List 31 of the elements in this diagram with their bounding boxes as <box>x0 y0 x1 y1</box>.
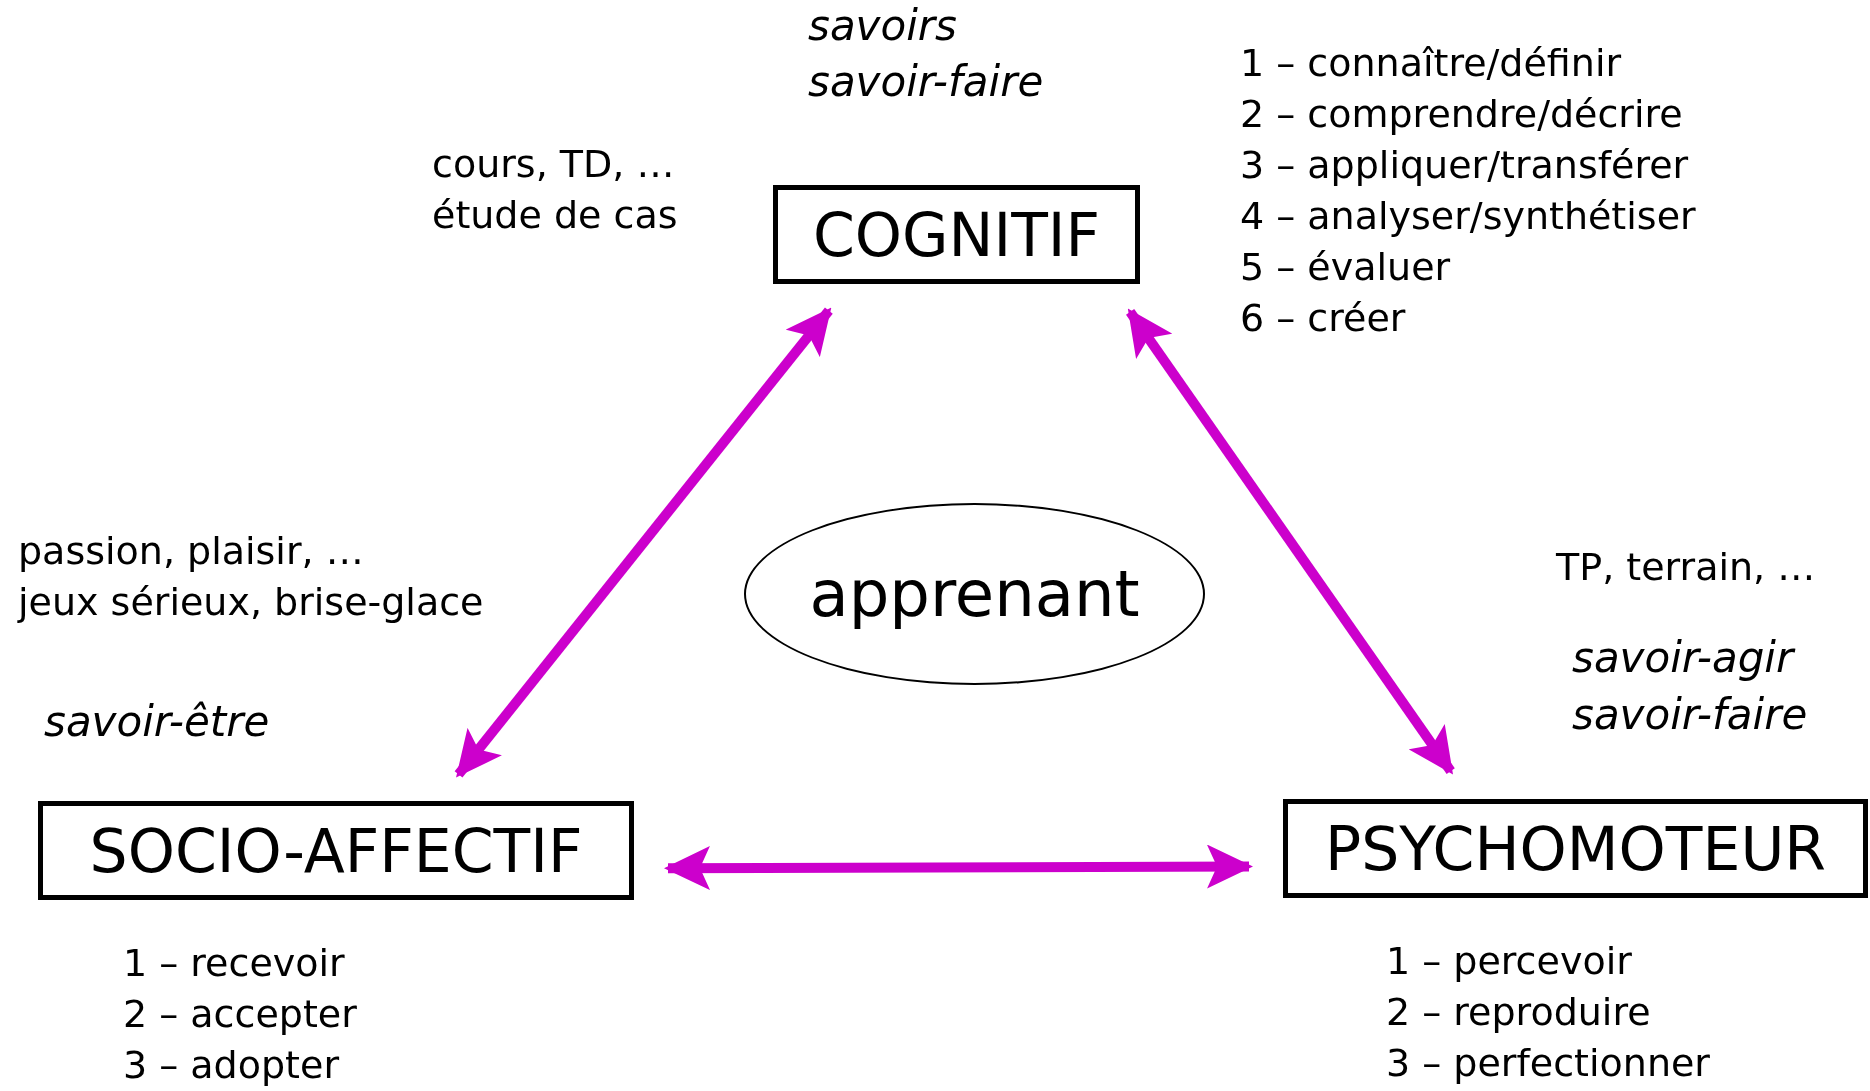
node-title: COGNITIF <box>812 204 1101 265</box>
side-note: 2 – accepter <box>123 993 357 1037</box>
knowledge-label: savoir-agir <box>1572 634 1794 683</box>
side-note: 2 – comprendre/décrire <box>1240 93 1683 137</box>
double-arrow <box>1126 308 1455 775</box>
side-note: 6 – créer <box>1240 297 1406 341</box>
knowledge-label: savoirs <box>808 2 957 51</box>
side-note: 3 – adopter <box>123 1044 339 1088</box>
side-note: 1 – recevoir <box>123 942 345 986</box>
side-note: 2 – reproduire <box>1386 991 1651 1035</box>
side-note: 5 – évaluer <box>1240 246 1451 290</box>
side-note: jeux sérieux, brise-glace <box>18 581 484 625</box>
knowledge-label: savoir-faire <box>1572 691 1808 740</box>
knowledge-label: savoir-être <box>44 698 270 747</box>
side-note: 3 – appliquer/transférer <box>1240 144 1689 188</box>
node-title: PSYCHOMOTEUR <box>1324 818 1826 879</box>
side-note: 1 – connaître/définir <box>1240 42 1622 86</box>
side-note: 3 – perfectionner <box>1386 1042 1710 1086</box>
side-note: 1 – percevoir <box>1386 940 1632 984</box>
category-box <box>773 185 1140 284</box>
knowledge-label: savoir-faire <box>808 58 1044 107</box>
side-note: passion, plaisir, … <box>18 530 364 574</box>
side-note: étude de cas <box>432 194 678 238</box>
category-box <box>38 801 634 900</box>
side-note: TP, terrain, … <box>1556 546 1816 590</box>
category-box <box>1283 799 1868 898</box>
node-title: SOCIO-AFFECTIF <box>89 820 583 881</box>
double-arrow <box>454 307 833 778</box>
side-note: cours, TD, … <box>432 143 675 187</box>
side-note: 4 – analyser/synthétiser <box>1240 195 1696 239</box>
double-arrow <box>664 844 1253 891</box>
